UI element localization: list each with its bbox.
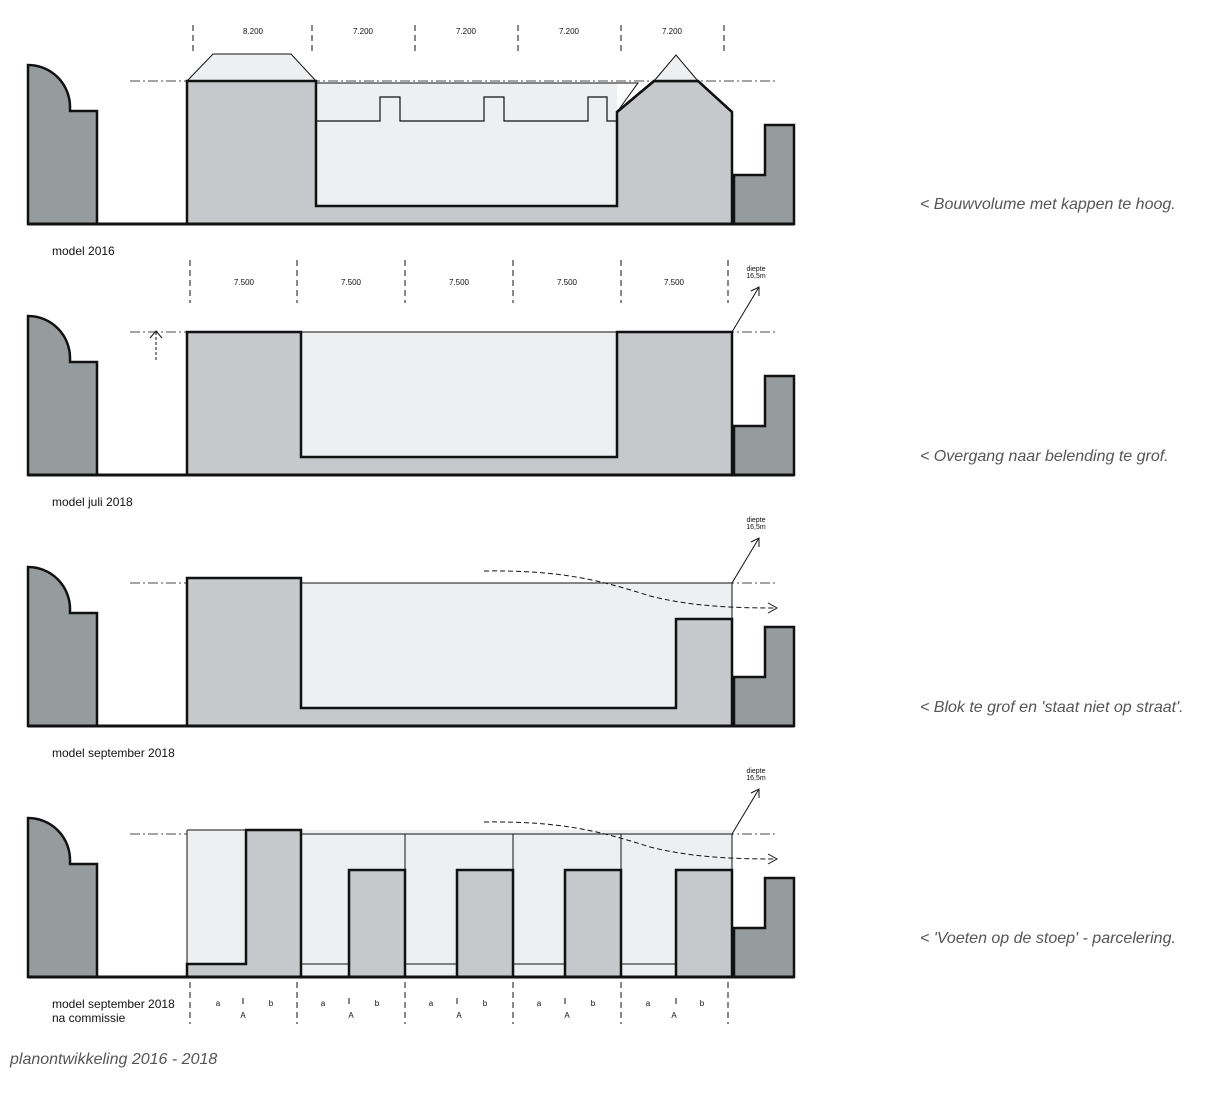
building-volume — [347, 868, 407, 979]
note-model-na-commissie: < 'Voeten op de stoep' - parcelering. — [920, 930, 1176, 947]
courtyard-fill — [301, 332, 617, 457]
note-model-juli-2018: < Overgang naar belending te grof. — [920, 448, 1169, 465]
model-label: model 2016 — [52, 244, 115, 258]
dimension-label: 7.200 — [456, 27, 477, 36]
plot-label: A — [240, 1011, 246, 1020]
depth-label: diepte — [746, 768, 765, 775]
building-volume — [455, 868, 515, 979]
plot-label: A — [456, 1011, 462, 1020]
figure-caption: planontwikkeling 2016 - 2018 — [10, 1051, 218, 1068]
depth-label: 16,5m — [746, 273, 766, 280]
parcel-label: a — [537, 999, 542, 1008]
depth-label: 16,5m — [746, 775, 766, 782]
dimension-line-2016 — [192, 25, 725, 52]
parcel-label: a — [429, 999, 434, 1008]
roof-right-top — [652, 54, 700, 82]
model-label: na commissie — [52, 1011, 126, 1025]
parcel-label: b — [591, 999, 596, 1008]
section-model-september-2018: diepte 16,5m model september 2018 — [26, 517, 796, 760]
courtyard-fill — [301, 583, 732, 708]
parcel-label: b — [483, 999, 488, 1008]
neighbour-building-left — [26, 565, 99, 728]
roof-left — [185, 53, 318, 82]
dimension-label: 8.200 — [243, 27, 264, 36]
neighbour-building-right — [732, 123, 796, 226]
model-label: model september 2018 — [52, 997, 175, 1011]
dimension-line-juli-2018 — [189, 260, 729, 303]
section-model-juli-2018: 7.500 7.500 7.500 7.500 7.500 diepte 16,… — [26, 260, 796, 509]
neighbour-building-left — [26, 816, 99, 979]
parcel-label: b — [700, 999, 705, 1008]
parcel-label: b — [269, 999, 274, 1008]
parcel-label: a — [321, 999, 326, 1008]
depth-label: 16,5m — [746, 524, 766, 531]
dimension-label: 7.500 — [234, 278, 255, 287]
building-volume — [185, 576, 734, 728]
roof-middle — [316, 82, 639, 113]
dimension-label: 7.200 — [353, 27, 374, 36]
neighbour-building-left — [26, 63, 99, 226]
dimension-label: 7.500 — [341, 278, 362, 287]
building-volume — [185, 330, 734, 477]
parcel-tick-lines — [189, 982, 729, 1024]
dimension-label: 7.200 — [559, 27, 580, 36]
plot-label: A — [671, 1011, 677, 1020]
note-model-2016: < Bouwvolume met kappen te hoog. — [920, 196, 1176, 213]
roof-right — [616, 79, 733, 113]
parcel-label: a — [646, 999, 651, 1008]
building-volume — [563, 868, 623, 979]
neighbour-building-right — [732, 625, 796, 728]
model-label: model juli 2018 — [52, 495, 133, 509]
section-model-september-2018-na-commissie: diepte 16,5m — [26, 768, 796, 1025]
plot-label: A — [564, 1011, 570, 1020]
parcel-label: b — [375, 999, 380, 1008]
model-label: model september 2018 — [52, 746, 175, 760]
section-model-2016: 8.200 7.200 7.200 7.200 7.200 model 2016 — [26, 25, 796, 258]
depth-label: diepte — [746, 266, 765, 273]
building-volume — [674, 868, 734, 979]
depth-label: diepte — [746, 517, 765, 524]
plot-label: A — [348, 1011, 354, 1020]
courtyard-fill — [316, 83, 617, 206]
dimension-label: 7.500 — [449, 278, 470, 287]
depth-arrow — [731, 286, 760, 333]
dimension-label: 7.500 — [664, 278, 685, 287]
setback-arrow — [483, 821, 779, 865]
dimension-label: 7.200 — [662, 27, 683, 36]
depth-arrow — [731, 788, 760, 835]
height-arrow — [149, 330, 163, 360]
neighbour-building-right — [732, 876, 796, 979]
depth-arrow — [731, 537, 760, 584]
neighbour-building-right — [732, 374, 796, 477]
parcel-label: a — [216, 999, 221, 1008]
setback-arrow — [483, 570, 779, 614]
neighbour-building-left — [26, 314, 99, 477]
note-model-september-2018: < Blok te grof en 'staat niet op straat'… — [920, 699, 1184, 716]
dimension-label: 7.500 — [557, 278, 578, 287]
dormer-line — [316, 96, 617, 122]
